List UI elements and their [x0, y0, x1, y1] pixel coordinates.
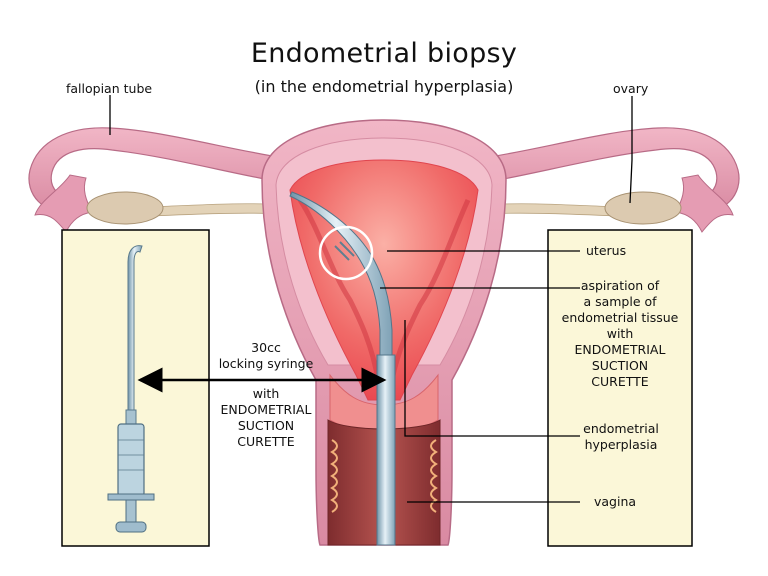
label-aspiration-line-7: CURETTE	[591, 374, 649, 389]
label-vagina: vagina	[594, 494, 637, 509]
label-syringe: 30cc locking syringe	[211, 340, 321, 372]
label-curette-line-3: SUCTION	[237, 418, 295, 433]
leader-ovary	[629, 96, 633, 204]
label-aspiration-line-4: with	[606, 326, 634, 341]
label-aspiration-line-3: endometrial tissue	[561, 310, 679, 325]
fimbriae-right	[675, 174, 734, 233]
label-fallopian-tube: fallopian tube	[66, 81, 153, 96]
label-aspiration-line-6: SUCTION	[591, 358, 649, 373]
aspiration-highlight-circle	[318, 225, 374, 281]
diagram-subtitle: (in the endometrial hyperplasia)	[254, 77, 514, 96]
aspiration-tip	[334, 241, 355, 261]
label-aspiration-line-1: aspiration of	[580, 278, 660, 293]
label-curette-line-2: ENDOMETRIAL	[220, 402, 312, 417]
label-syringe-line-2: locking syringe	[218, 356, 314, 371]
label-curette-line-1: with	[252, 386, 280, 401]
label-aspiration-line-2: a sample of	[583, 294, 657, 309]
label-hyperplasia-line-1: endometrial	[583, 421, 659, 436]
ovary-left	[86, 191, 164, 225]
label-aspiration: aspiration of a sample of endometrial ti…	[556, 278, 684, 390]
diagram-title: Endometrial biopsy	[250, 38, 518, 69]
label-curette-line-4: CURETTE	[237, 434, 295, 449]
syringe-illustration	[107, 245, 155, 533]
label-ovary: ovary	[613, 81, 649, 96]
ovary-right	[604, 191, 682, 225]
label-aspiration-line-5: ENDOMETRIAL	[574, 342, 666, 357]
label-hyperplasia-line-2: hyperplasia	[584, 437, 658, 452]
leader-hyperplasia	[404, 320, 580, 437]
endometrial-hyperplasia-folds	[297, 198, 471, 381]
label-uterus: uterus	[586, 243, 627, 258]
vagina-rugae	[330, 439, 438, 513]
curette-sleeve	[376, 354, 396, 546]
label-syringe-line-1: 30cc	[251, 340, 281, 355]
legend-panel	[547, 229, 693, 547]
label-endometrial-hyperplasia: endometrial hyperplasia	[566, 421, 676, 453]
label-curette: with ENDOMETRIAL SUCTION CURETTE	[211, 386, 321, 450]
